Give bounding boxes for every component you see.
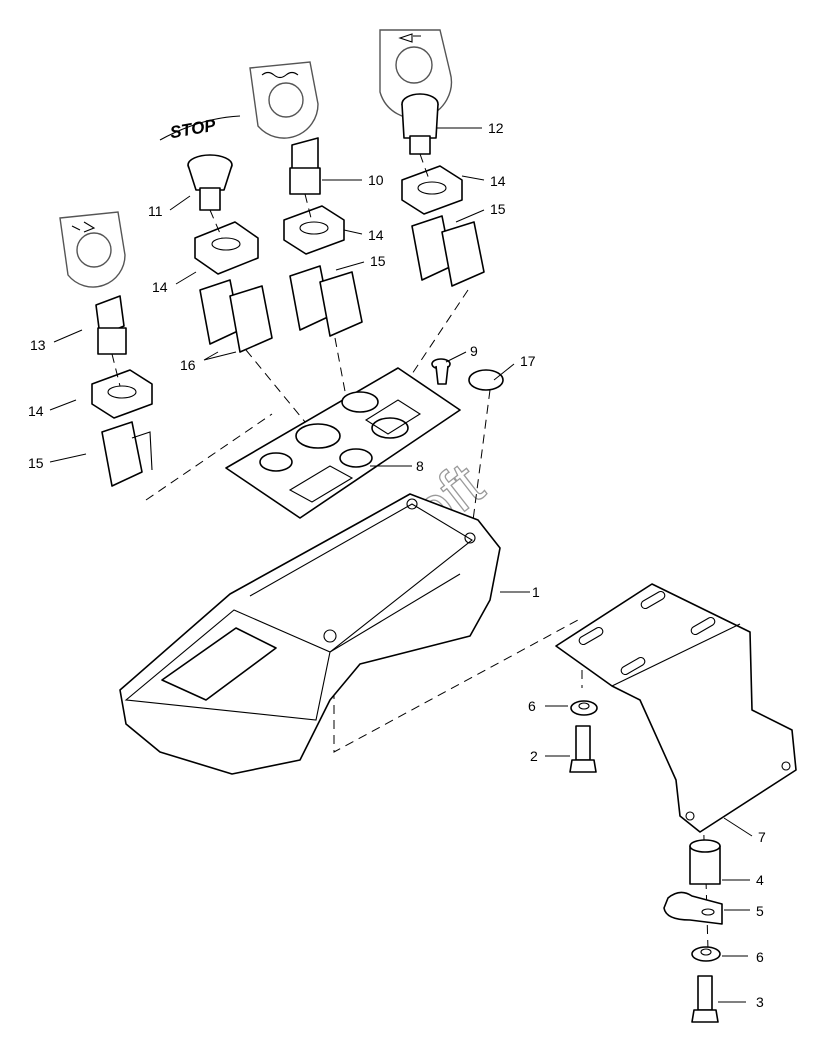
label-plate-lights: [59, 211, 126, 288]
selector-switch-wiper: [289, 137, 321, 195]
callout-2: 2: [530, 748, 538, 764]
callout-17: 17: [520, 353, 536, 369]
horn-pushbutton: [401, 93, 439, 155]
callout-9: 9: [470, 343, 478, 359]
callout-13: 13: [30, 337, 46, 353]
mounting-base-2: [283, 205, 345, 255]
callouts: 1 2 3 4 5 6 6 7 8 9 10 11 12 13 14 14 14…: [28, 120, 766, 1010]
callout-14-left: 14: [28, 403, 44, 419]
mounting-base-4: [91, 369, 153, 419]
label-plate-wiper: [249, 61, 319, 139]
contact-blocks-15-center: [289, 265, 363, 337]
callout-8: 8: [416, 458, 424, 474]
callout-14-right: 14: [490, 173, 506, 189]
clamp-5: [663, 891, 723, 925]
mounting-base-3: [401, 165, 463, 215]
console-housing: [119, 493, 501, 775]
contact-block-15-left: [101, 421, 153, 487]
leader-lines: [49, 127, 753, 1003]
contact-blocks-16: [199, 279, 273, 353]
callout-15-left: 15: [28, 455, 44, 471]
callout-16: 16: [180, 357, 196, 373]
callout-12: 12: [488, 120, 504, 136]
contact-blocks-15-right: [411, 215, 485, 287]
bolt-2: [569, 725, 597, 773]
callout-14-center: 14: [368, 227, 384, 243]
callout-6-top: 6: [528, 698, 536, 714]
stop-label: STOP: [169, 116, 218, 143]
mounting-bracket: [555, 583, 797, 833]
callout-10: 10: [368, 172, 384, 188]
callout-1: 1: [532, 584, 540, 600]
control-panel-plate: [225, 367, 461, 519]
screw-9: [431, 358, 451, 385]
callout-14-stop: 14: [152, 279, 168, 295]
washer-6-top: [570, 700, 598, 716]
callout-5: 5: [756, 903, 764, 919]
mounting-base-1: [194, 221, 259, 275]
spacer-4: [689, 839, 721, 885]
callout-7: 7: [758, 829, 766, 845]
callout-4: 4: [756, 872, 764, 888]
plug-17: [468, 369, 504, 391]
washer-6-bottom: [691, 946, 721, 962]
bolt-3: [691, 975, 719, 1023]
callout-11: 11: [148, 203, 163, 219]
stop-arc: [159, 115, 241, 141]
callout-6-bottom: 6: [756, 949, 764, 965]
callout-3: 3: [756, 994, 764, 1010]
emergency-stop-button: [187, 154, 233, 211]
selector-switch-lights: [95, 295, 127, 355]
callout-15-right: 15: [490, 201, 506, 217]
callout-15-center: 15: [370, 253, 386, 269]
